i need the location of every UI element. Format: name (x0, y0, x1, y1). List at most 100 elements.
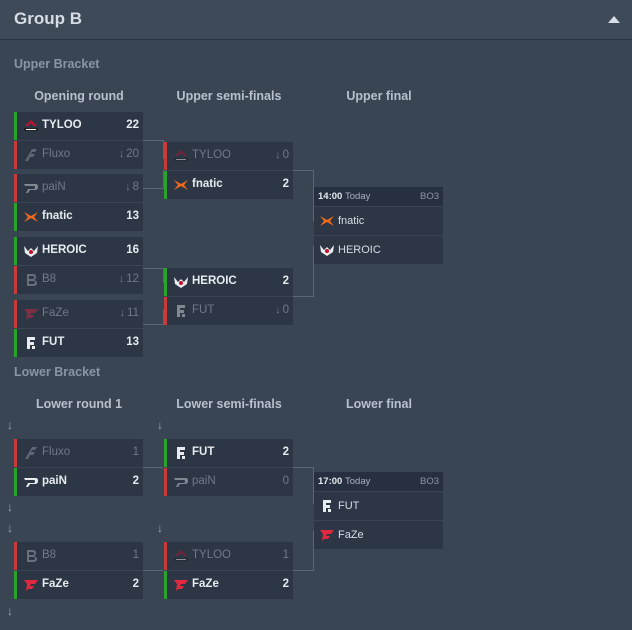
fluxo-logo-icon (23, 148, 39, 162)
match-opening-2[interactable]: paiN↓8 fnatic 13 (14, 174, 143, 231)
loss-arrow-icon: ↓ (118, 148, 125, 160)
final-team-row[interactable]: fnatic (314, 206, 443, 235)
faze-logo-icon (23, 307, 39, 321)
team-row[interactable]: Fluxo 1 (14, 439, 143, 467)
tyloo-logo-icon (23, 119, 39, 133)
fnatic-logo-icon (319, 214, 335, 228)
team-score: 0 (283, 475, 289, 487)
final-team-row[interactable]: HEROIC (314, 235, 443, 264)
fut-logo-icon (173, 446, 189, 460)
team-score: ↓11 (120, 307, 139, 319)
score-value: 8 (132, 181, 139, 193)
score-value: 2 (282, 446, 289, 458)
score-value: 12 (126, 273, 139, 285)
score-value: 13 (126, 336, 139, 348)
match-day: Today (345, 191, 371, 202)
pain-logo-icon (173, 475, 189, 489)
team-score: 2 (283, 578, 289, 590)
team-row[interactable]: paiN↓8 (14, 174, 143, 202)
team-score: 16 (126, 244, 139, 256)
drop-down-arrow-icon: ↓ (7, 604, 13, 618)
team-score: 13 (126, 336, 139, 348)
team-row[interactable]: TYLOO↓0 (164, 142, 293, 170)
team-name: FUT (338, 500, 360, 512)
fnatic-logo-icon (173, 178, 189, 192)
team-row[interactable]: B8 1 (14, 542, 143, 570)
tyloo-logo-icon (173, 149, 189, 163)
team-row[interactable]: FaZe↓11 (14, 300, 143, 328)
score-value: 22 (126, 119, 139, 131)
score-value: 16 (126, 244, 139, 256)
match-day: Today (345, 476, 371, 487)
fut-logo-icon (173, 304, 189, 318)
drop-down-arrow-icon: ↓ (7, 521, 13, 535)
team-row[interactable]: Fluxo↓20 (14, 141, 143, 169)
score-value: 0 (282, 304, 289, 316)
score-value: 1 (132, 446, 139, 458)
connector-line (293, 246, 314, 297)
heroic-logo-icon (173, 275, 189, 289)
faze-logo-icon (319, 528, 335, 542)
team-score: 2 (283, 275, 289, 287)
score-value: 1 (132, 549, 139, 561)
match-time: 17:00 (318, 476, 343, 487)
team-row[interactable]: B8↓12 (14, 266, 143, 294)
team-score: 1 (133, 446, 139, 458)
team-row[interactable]: FUT 13 (14, 329, 143, 357)
connector-line (293, 170, 314, 221)
connector-line (143, 467, 163, 468)
tyloo-logo-icon (173, 549, 189, 563)
team-score: 2 (133, 578, 139, 590)
connector-line (143, 170, 164, 189)
team-name: fnatic (42, 210, 73, 222)
team-name: FUT (42, 336, 65, 348)
final-team-row[interactable]: FUT (314, 491, 443, 520)
collapse-chevron-icon[interactable] (608, 16, 620, 23)
drop-down-arrow-icon: ↓ (7, 500, 13, 514)
score-value: 13 (126, 210, 139, 222)
team-name: B8 (42, 549, 57, 561)
faze-logo-icon (173, 578, 189, 592)
team-row[interactable]: FUT↓0 (164, 297, 293, 325)
round-label-upper-final: Upper final (346, 89, 412, 103)
team-name: TYLOO (192, 149, 231, 161)
team-score: 13 (126, 210, 139, 222)
score-value: 1 (282, 549, 289, 561)
team-name: Fluxo (42, 446, 71, 458)
loss-arrow-icon: ↓ (275, 304, 281, 316)
fut-logo-icon (23, 336, 39, 350)
team-row[interactable]: fnatic 13 (14, 203, 143, 231)
team-name: paiN (42, 181, 66, 193)
team-score: 1 (283, 549, 289, 561)
final-team-row[interactable]: FaZe (314, 520, 443, 549)
score-value: 11 (127, 307, 139, 319)
team-row[interactable]: HEROIC 2 (164, 268, 293, 296)
team-name: HEROIC (192, 275, 237, 287)
drop-down-arrow-icon: ↓ (157, 418, 163, 432)
team-score: 2 (133, 475, 139, 487)
score-value: 2 (282, 178, 289, 190)
team-score: ↓12 (119, 273, 139, 285)
team-score: 1 (133, 549, 139, 561)
